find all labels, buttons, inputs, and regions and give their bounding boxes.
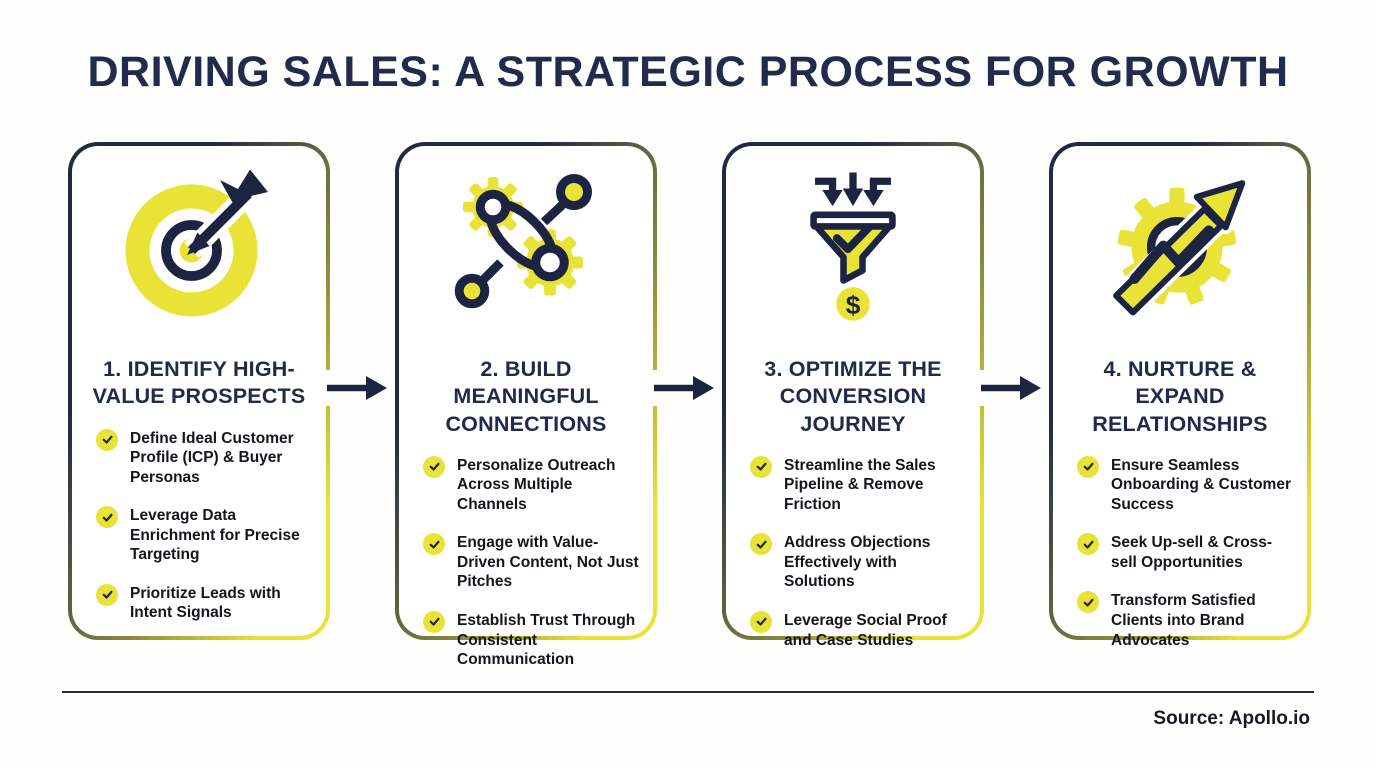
check-icon: [96, 583, 118, 606]
footer-divider: [62, 691, 1314, 693]
target-dart-icon: [72, 146, 326, 346]
bullet-text: Seek Up-sell & Cross-sell Opportunities: [1111, 534, 1273, 571]
check-icon: [750, 533, 772, 556]
source-credit: Source: Apollo.io: [1153, 708, 1310, 729]
list-item: Prioritize Leads with Intent Signals: [96, 583, 314, 623]
check-icon: [96, 506, 118, 529]
check-icon: [423, 455, 445, 478]
step-title: 4. NURTURE & EXPAND RELATIONSHIPS: [1092, 357, 1268, 436]
check-icon: [1077, 455, 1099, 478]
right-arrow-icon: [976, 370, 1041, 406]
step-bullets: Define Ideal Customer Profile (ICP) & Bu…: [72, 428, 326, 623]
list-item: Personalize Outreach Across Multiple Cha…: [423, 455, 641, 515]
step-connector-3: [976, 142, 1049, 640]
list-item: Address Objections Effectively with Solu…: [750, 533, 968, 592]
right-arrow-icon: [322, 370, 387, 406]
step-title: 1. IDENTIFY HIGH-VALUE PROSPECTS: [92, 357, 306, 409]
bullet-text: Leverage Social Proof and Case Studies: [784, 611, 947, 649]
check-icon: [750, 455, 772, 478]
list-item: Leverage Social Proof and Case Studies: [750, 610, 968, 650]
bullet-text: Transform Satisfied Clients into Brand A…: [1111, 592, 1256, 649]
step-bullets: Ensure Seamless Onboarding & Customer Su…: [1053, 455, 1307, 650]
bullet-text: Address Objections Effectively with Solu…: [784, 534, 931, 591]
check-icon: [96, 428, 118, 451]
gear-growth-arrow-icon: [1053, 146, 1307, 346]
list-item: Streamline the Sales Pipeline & Remove F…: [750, 455, 968, 515]
list-item: Establish Trust Through Consistent Commu…: [423, 610, 641, 670]
list-item: Ensure Seamless Onboarding & Customer Su…: [1077, 455, 1295, 515]
page-title: DRIVING SALES: A STRATEGIC PROCESS FOR G…: [87, 48, 1289, 96]
list-item: Define Ideal Customer Profile (ICP) & Bu…: [96, 428, 314, 488]
list-item: Seek Up-sell & Cross-sell Opportunities: [1077, 533, 1295, 572]
bullet-text: Engage with Value-Driven Content, Not Ju…: [457, 534, 639, 591]
network-gears-icon: [399, 146, 653, 346]
funnel-dollar-icon: $: [726, 146, 980, 346]
check-icon: [423, 533, 445, 556]
step-connector-1: [322, 142, 395, 640]
right-arrow-icon: [649, 370, 714, 406]
step-bullets: Personalize Outreach Across Multiple Cha…: [399, 455, 653, 670]
bullet-text: Personalize Outreach Across Multiple Cha…: [457, 456, 616, 513]
step-card-1: 1. IDENTIFY HIGH-VALUE PROSPECTS Define …: [68, 142, 330, 640]
bullet-text: Prioritize Leads with Intent Signals: [130, 584, 281, 622]
list-item: Engage with Value-Driven Content, Not Ju…: [423, 533, 641, 592]
list-item: Leverage Data Enrichment for Precise Tar…: [96, 506, 314, 565]
step-card-3: $ 3. OPTIMIZE THE CONVERSION JOURNEY Str…: [722, 142, 984, 649]
bullet-text: Leverage Data Enrichment for Precise Tar…: [130, 507, 300, 564]
bullet-text: Streamline the Sales Pipeline & Remove F…: [784, 456, 936, 513]
check-icon: [1077, 591, 1099, 614]
step-connector-2: [649, 142, 722, 640]
step-title: 3. OPTIMIZE THE CONVERSION JOURNEY: [764, 357, 942, 436]
check-icon: [750, 610, 772, 633]
step-bullets: Streamline the Sales Pipeline & Remove F…: [726, 455, 980, 650]
steps-row: 1. IDENTIFY HIGH-VALUE PROSPECTS Define …: [68, 142, 1311, 668]
step-title: 2. BUILD MEANINGFUL CONNECTIONS: [445, 357, 607, 436]
step-card-4: 4. NURTURE & EXPAND RELATIONSHIPS Ensure…: [1049, 142, 1311, 649]
check-icon: [423, 610, 445, 633]
bullet-text: Define Ideal Customer Profile (ICP) & Bu…: [130, 429, 294, 486]
step-card-2: 2. BUILD MEANINGFUL CONNECTIONS Personal…: [395, 142, 657, 668]
list-item: Transform Satisfied Clients into Brand A…: [1077, 591, 1295, 650]
bullet-text: Ensure Seamless Onboarding & Customer Su…: [1111, 456, 1291, 513]
bullet-text: Establish Trust Through Consistent Commu…: [457, 611, 636, 669]
svg-text:$: $: [846, 290, 861, 320]
check-icon: [1077, 533, 1099, 556]
